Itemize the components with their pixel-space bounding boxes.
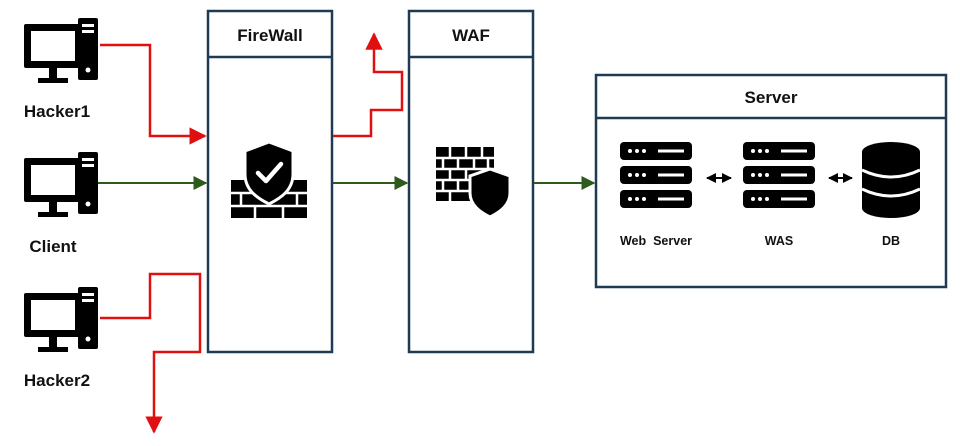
hacker1-label: Hacker1: [24, 102, 90, 121]
brick-wall-shield-icon: [436, 147, 512, 219]
waf-title: WAF: [452, 26, 490, 45]
hacker2-label: Hacker2: [24, 371, 90, 390]
web-server-label: Web Server: [620, 234, 692, 248]
hacker2-computer-icon: [24, 287, 98, 352]
client-label: Client: [29, 237, 77, 256]
client-computer-icon: [24, 152, 98, 217]
hacker1-computer-icon: [24, 18, 98, 83]
was-label: WAS: [765, 234, 793, 248]
db-label: DB: [882, 234, 900, 248]
firewall-shield-check-icon: [231, 140, 307, 218]
database-icon: [861, 142, 921, 218]
firewall-box: FireWall: [206, 9, 334, 354]
hacker2-deflect-line: [145, 288, 202, 434]
hacker1-deflect-line: [333, 32, 404, 138]
firewall-title: FireWall: [237, 26, 303, 45]
server-title: Server: [745, 88, 798, 107]
was-server-icon: [743, 142, 815, 208]
hacker2-blocked-line: [100, 272, 202, 320]
web-server-icon: [620, 142, 692, 208]
hacker1-flow-line: [100, 43, 207, 145]
